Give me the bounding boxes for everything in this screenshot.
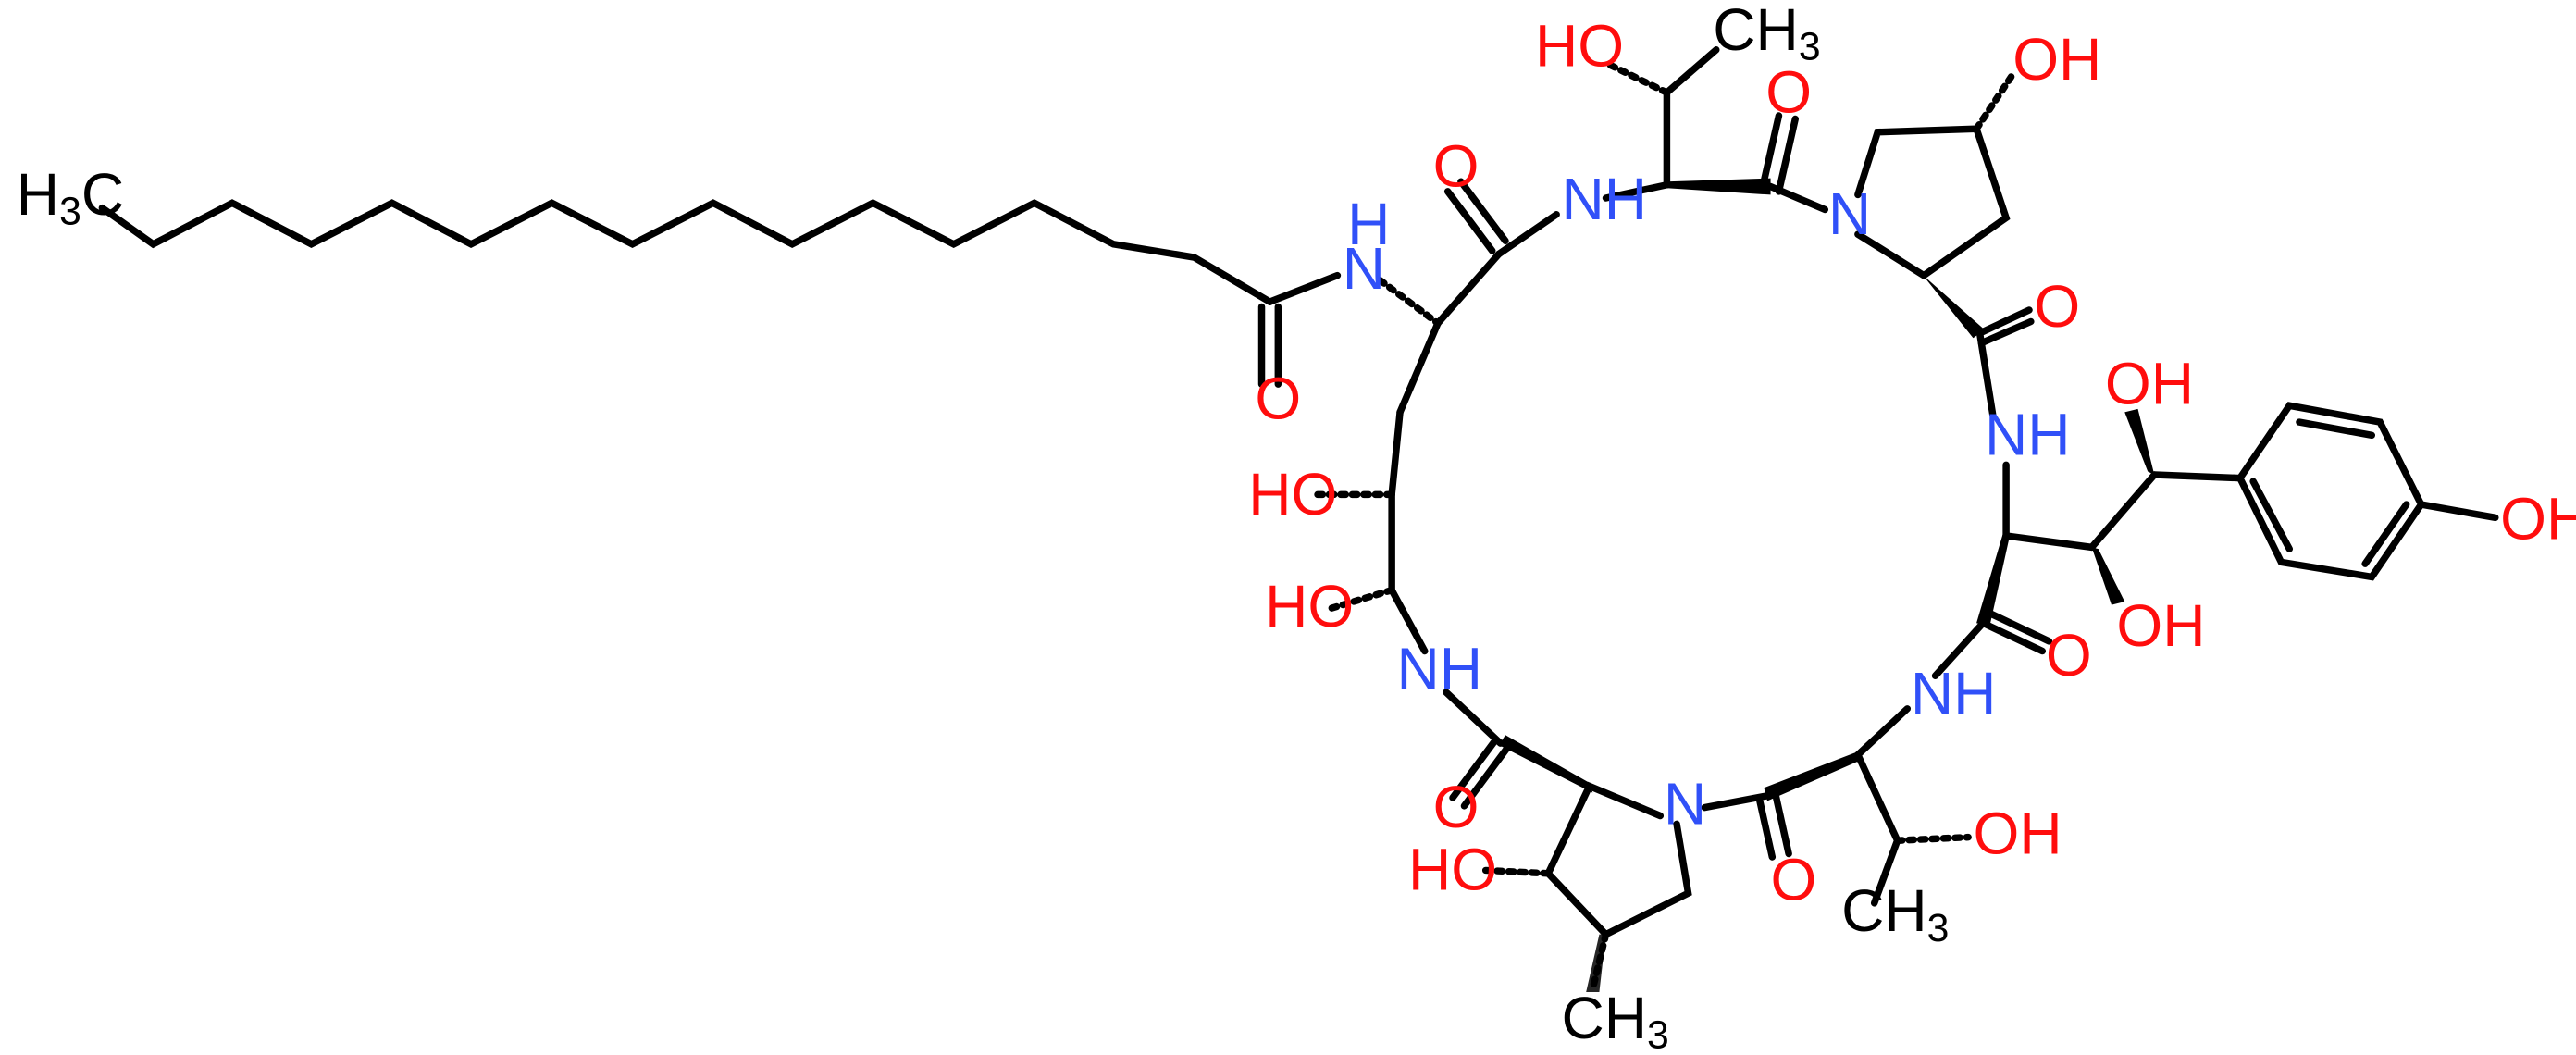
hydroxy-label: HO [1535, 13, 1624, 80]
oxygen-label: O [1433, 133, 1480, 200]
carbonyl-bond [1457, 178, 1509, 245]
side-bond [2002, 532, 2096, 552]
hydroxy-label: HO [1408, 837, 1497, 903]
pro1-hashed [1973, 70, 2016, 132]
phenyl-double [2296, 418, 2376, 440]
ring-bond [1766, 182, 1829, 214]
hydroxy-label: OH [2500, 485, 2576, 552]
thr1-bond [1663, 46, 1720, 96]
ring-bond [1602, 181, 1671, 202]
carbonyl-bond [1755, 794, 1777, 861]
nitrogen-label: N [1343, 235, 1385, 302]
carbonyl-bond [1986, 609, 2053, 645]
bond-layer [98, 46, 2499, 993]
carbonyl-bond [1443, 188, 1496, 254]
pro2-hashed [1479, 866, 1552, 877]
hydroxy-label: HO [1265, 573, 1354, 639]
pro2-ring [1543, 781, 1692, 939]
acyl-chain-bonds [98, 199, 1274, 305]
methyl-label: H3C [17, 161, 124, 234]
ring-bond [1495, 211, 1560, 258]
carbonyl-bond [1775, 115, 1799, 195]
phenyl-ring [2235, 402, 2426, 581]
oxygen-label: O [2046, 622, 2092, 689]
ring-bond [1977, 317, 2035, 347]
wedge-bond [1764, 751, 1858, 801]
wedge-bond [1498, 735, 1593, 793]
nitrogen-label: NH [1985, 402, 2071, 468]
ring-bond [1434, 250, 1503, 328]
carbonyl-bond [1460, 744, 1511, 810]
ring-bond [1975, 329, 1997, 419]
oxygen-label: O [1765, 58, 1812, 125]
atom-label-layer: H3C O N H O NH HO CH3 O N OH O NH OH OH … [17, 0, 2576, 1055]
nitrogen-label: NH [1561, 166, 1647, 232]
ring-bond [1701, 792, 1769, 812]
oxygen-label: O [1771, 846, 1817, 912]
thr2-bond [1870, 837, 1901, 907]
hydroxy-label: OH [1974, 800, 2062, 866]
oxygen-label: O [1433, 774, 1480, 840]
side-bond [2087, 471, 2159, 552]
wedge-bond [1920, 272, 1985, 339]
wedge-bond [2124, 408, 2155, 476]
hashed-wedge-bond [1376, 277, 1442, 328]
thr1-hashed [1602, 59, 1671, 96]
side-bond [2150, 471, 2244, 482]
wedge-bond [1976, 534, 2010, 627]
phenyl-double [2249, 478, 2294, 552]
wedge-bond [2091, 547, 2125, 605]
ring-bond [1931, 619, 1987, 679]
ring-bond [1443, 689, 1505, 747]
hydroxy-label: OH [2116, 592, 2205, 659]
ring-bond [1975, 306, 2033, 337]
carbonyl-bond [1449, 736, 1500, 801]
thr2-bond [1854, 751, 1901, 844]
acyl-amide-bond [1266, 271, 1342, 305]
ring-bond [1854, 705, 1912, 759]
nitrogen-label: NH [1396, 635, 1482, 701]
nh-hydrogen: H [1347, 191, 1390, 257]
pro2-hashed [1589, 930, 1610, 993]
nitrogen-label: N [1664, 770, 1706, 837]
ring-bond [1388, 586, 1429, 655]
nitrogen-label: NH [1911, 660, 1997, 726]
hydroxy-label: OH [2012, 26, 2101, 93]
methyl-label: CH3 [1841, 877, 1949, 950]
orn-hashed [1322, 586, 1395, 614]
ring-bond [1388, 408, 1404, 499]
thr2-hashed [1893, 833, 1972, 844]
hydroxy-label: HO [1248, 461, 1337, 528]
carbonyl-bond [1772, 790, 1792, 858]
methyl-label: CH3 [1561, 985, 1668, 1055]
nitrogen-label: N [1828, 180, 1871, 247]
wedge-bond [1666, 178, 1771, 195]
ring-bond [1396, 319, 1442, 416]
carbonyl-bond [1979, 619, 2047, 655]
phenol-bond [2417, 501, 2499, 522]
hydroxy-label: OH [2105, 350, 2194, 416]
oxygen-label: O [2034, 273, 2080, 340]
carbonyl-bond [1758, 112, 1783, 192]
methyl-label: CH3 [1713, 0, 1820, 68]
phenyl-double [2361, 501, 2410, 567]
oxygen-label: O [1255, 366, 1301, 432]
pro1-ring [1854, 125, 2011, 280]
